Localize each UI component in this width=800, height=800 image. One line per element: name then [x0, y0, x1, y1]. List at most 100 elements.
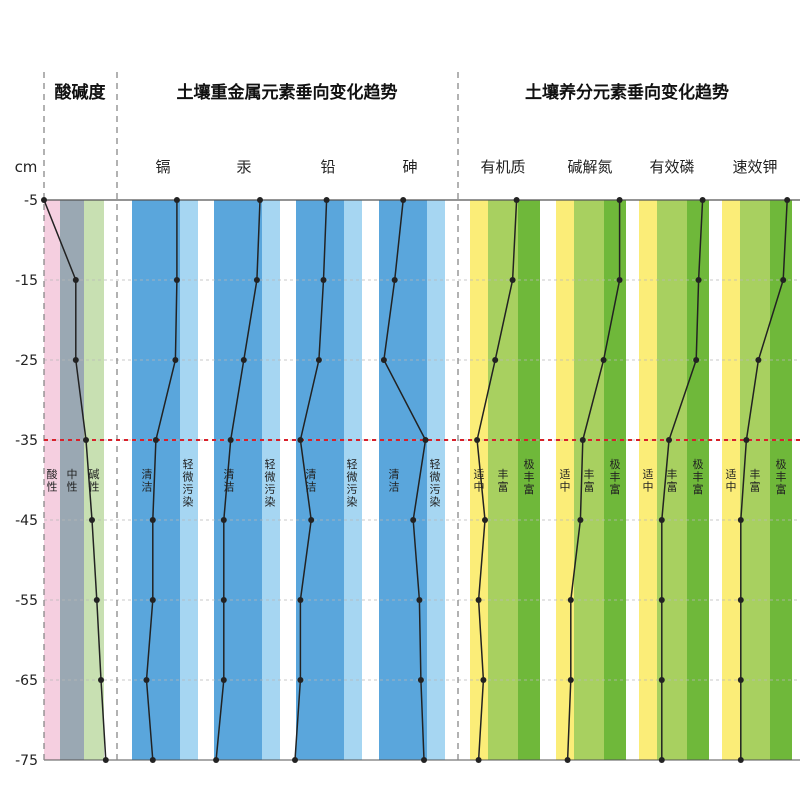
zone-band: [604, 200, 626, 760]
data-point: [391, 277, 398, 283]
zone-band: [518, 200, 540, 760]
panel-title-available-p: 有效磷: [649, 158, 694, 176]
data-point: [93, 597, 100, 603]
series-line: [740, 199, 788, 760]
zone-label: 轻微污染: [183, 457, 194, 509]
zone-band: [427, 200, 445, 760]
zone-band: [556, 200, 574, 760]
data-point: [755, 357, 762, 363]
zone-band: [60, 200, 84, 760]
zone-label: 丰富: [584, 468, 595, 494]
zone-band: [722, 200, 740, 760]
data-point: [220, 517, 227, 523]
data-point: [89, 517, 95, 523]
zone-backgrounds: [44, 200, 792, 760]
data-point: [492, 357, 499, 363]
zone-band: [770, 200, 792, 760]
data-point: [513, 197, 520, 203]
data-point: [577, 517, 584, 523]
data-point: [480, 677, 487, 683]
data-point: [567, 677, 574, 683]
y-tick-label: -65: [15, 673, 38, 689]
zone-label: 酸性: [47, 467, 58, 494]
data-point: [297, 437, 304, 443]
data-point: [579, 437, 586, 443]
y-tick-label: -5: [24, 193, 38, 209]
data-point: [102, 757, 109, 763]
zone-label: 极丰富: [776, 457, 787, 496]
y-tick-label: -75: [15, 753, 38, 769]
series-lines: [41, 197, 791, 763]
y-unit-label: cm: [15, 158, 38, 176]
data-point: [253, 277, 260, 283]
zone-labels: 酸性中性碱性清洁轻微污染清洁轻微污染清洁轻微污染清洁轻微污染适中丰富极丰富适中丰…: [47, 457, 787, 509]
series-line: [145, 200, 178, 761]
zone-label: 丰富: [750, 468, 761, 494]
data-point: [220, 677, 227, 683]
data-point: [416, 597, 423, 603]
zone-label: 轻微污染: [265, 457, 276, 509]
zone-label: 丰富: [667, 468, 678, 494]
y-tick-label: -45: [15, 513, 38, 529]
panel-title-pb: 铅: [320, 158, 335, 176]
data-point: [297, 597, 304, 603]
data-point: [616, 197, 623, 203]
zone-label: 适中: [643, 468, 654, 494]
y-tick-label: -25: [15, 353, 38, 369]
zone-label: 清洁: [224, 468, 235, 494]
data-point: [257, 197, 263, 203]
panel-title-alkali-n: 碱解氮: [567, 158, 612, 176]
y-tick-label: -35: [15, 433, 38, 449]
series-line: [215, 199, 261, 761]
data-point: [475, 597, 482, 603]
data-point: [72, 357, 79, 363]
data-point: [699, 197, 706, 203]
zone-band: [296, 200, 344, 760]
data-point: [172, 357, 179, 363]
zone-band: [687, 200, 709, 760]
group-title-metals: 土壤重金属元素垂向变化趋势: [177, 82, 398, 103]
zone-band: [639, 200, 657, 760]
zone-label: 适中: [726, 468, 737, 494]
data-point: [658, 757, 665, 763]
data-point: [410, 517, 417, 523]
y-tick-label: -15: [15, 273, 38, 289]
data-point: [693, 357, 700, 363]
data-point: [83, 437, 89, 443]
zone-label: 极丰富: [693, 457, 704, 496]
zone-label: 中性: [67, 468, 78, 494]
data-point: [616, 277, 623, 283]
data-point: [658, 677, 665, 683]
zone-label: 丰富: [498, 468, 509, 494]
zone-label: 轻微污染: [347, 457, 358, 509]
series-line: [43, 199, 107, 761]
zone-label: 极丰富: [610, 457, 621, 496]
panel-title-hg: 汞: [236, 158, 251, 176]
data-point: [658, 517, 665, 523]
zone-band: [470, 200, 488, 760]
zone-band: [740, 200, 770, 760]
data-point: [695, 277, 702, 283]
y-tick-label: -55: [15, 593, 38, 609]
data-point: [292, 757, 298, 763]
series-line: [566, 200, 621, 761]
data-point: [482, 517, 488, 523]
data-point: [743, 437, 750, 443]
data-point: [658, 597, 665, 603]
data-point: [98, 677, 104, 683]
data-point: [149, 517, 156, 523]
group-title-nutrients: 土壤养分元素垂向变化趋势: [525, 82, 729, 103]
zone-band: [84, 200, 104, 760]
zone-label: 清洁: [389, 468, 400, 494]
group-separators: [43, 72, 800, 760]
data-point: [240, 357, 247, 363]
data-point: [784, 197, 791, 203]
zone-label: 轻微污染: [430, 457, 441, 509]
data-point: [227, 437, 234, 443]
data-point: [422, 437, 429, 443]
panel-title-available-k: 速效钾: [732, 158, 777, 176]
data-point: [152, 437, 159, 443]
zone-band: [214, 200, 262, 760]
data-point: [41, 197, 47, 203]
data-point: [780, 277, 787, 283]
